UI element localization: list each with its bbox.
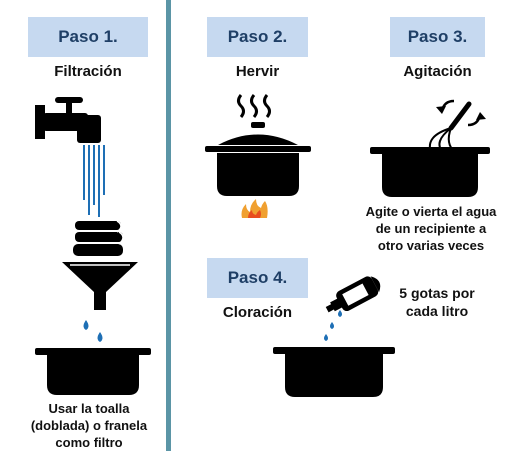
rotate-arrow-icon (436, 99, 486, 127)
step-2-title: Hervir (235, 63, 280, 80)
drop-icon (324, 310, 342, 341)
step-1-caption: Usar la toalla (doblada) o franela como … (14, 400, 164, 451)
step-4-note-line-1: 5 gotas por (399, 285, 475, 301)
step-3-badge: Paso 3. (390, 17, 485, 57)
faucet-icon (35, 97, 101, 143)
water-stream (83, 145, 105, 217)
step-3-caption-line-3: otro varias veces (377, 238, 485, 253)
step-1-badge: Paso 1. (28, 17, 148, 57)
step-4-badge: Paso 4. (207, 258, 308, 298)
step-1-caption-line-3: como filtro (55, 435, 123, 450)
drop-icon (83, 320, 103, 342)
towel-icon (73, 220, 124, 256)
step-4-note: 5 gotas por cada litro (388, 284, 486, 320)
step-3-title: Agitación (403, 63, 472, 80)
step-1-title: Filtración (54, 63, 122, 80)
step-3-caption-line-1: Agite o vierta el agua (365, 204, 497, 219)
bottle-icon (325, 276, 381, 313)
pot-with-lid-icon (205, 122, 311, 196)
steam-icon (237, 94, 271, 118)
step-3-caption: Agite o vierta el agua de un recipiente … (345, 203, 517, 254)
step-4-note-line-2: cada litro (405, 303, 469, 319)
pot-icon (370, 147, 490, 197)
step-2-badge: Paso 2. (207, 17, 308, 57)
pot-icon (273, 347, 395, 397)
step-1-caption-line-2: (doblada) o franela (30, 418, 148, 433)
step-3-caption-line-2: de un recipiente a (375, 221, 487, 236)
funnel-icon (62, 262, 138, 310)
pot-icon (35, 348, 151, 395)
step-1-caption-line-1: Usar la toalla (48, 401, 130, 416)
column-divider (166, 0, 171, 451)
flame-icon (241, 199, 268, 218)
step-4-title: Cloración (222, 304, 293, 321)
